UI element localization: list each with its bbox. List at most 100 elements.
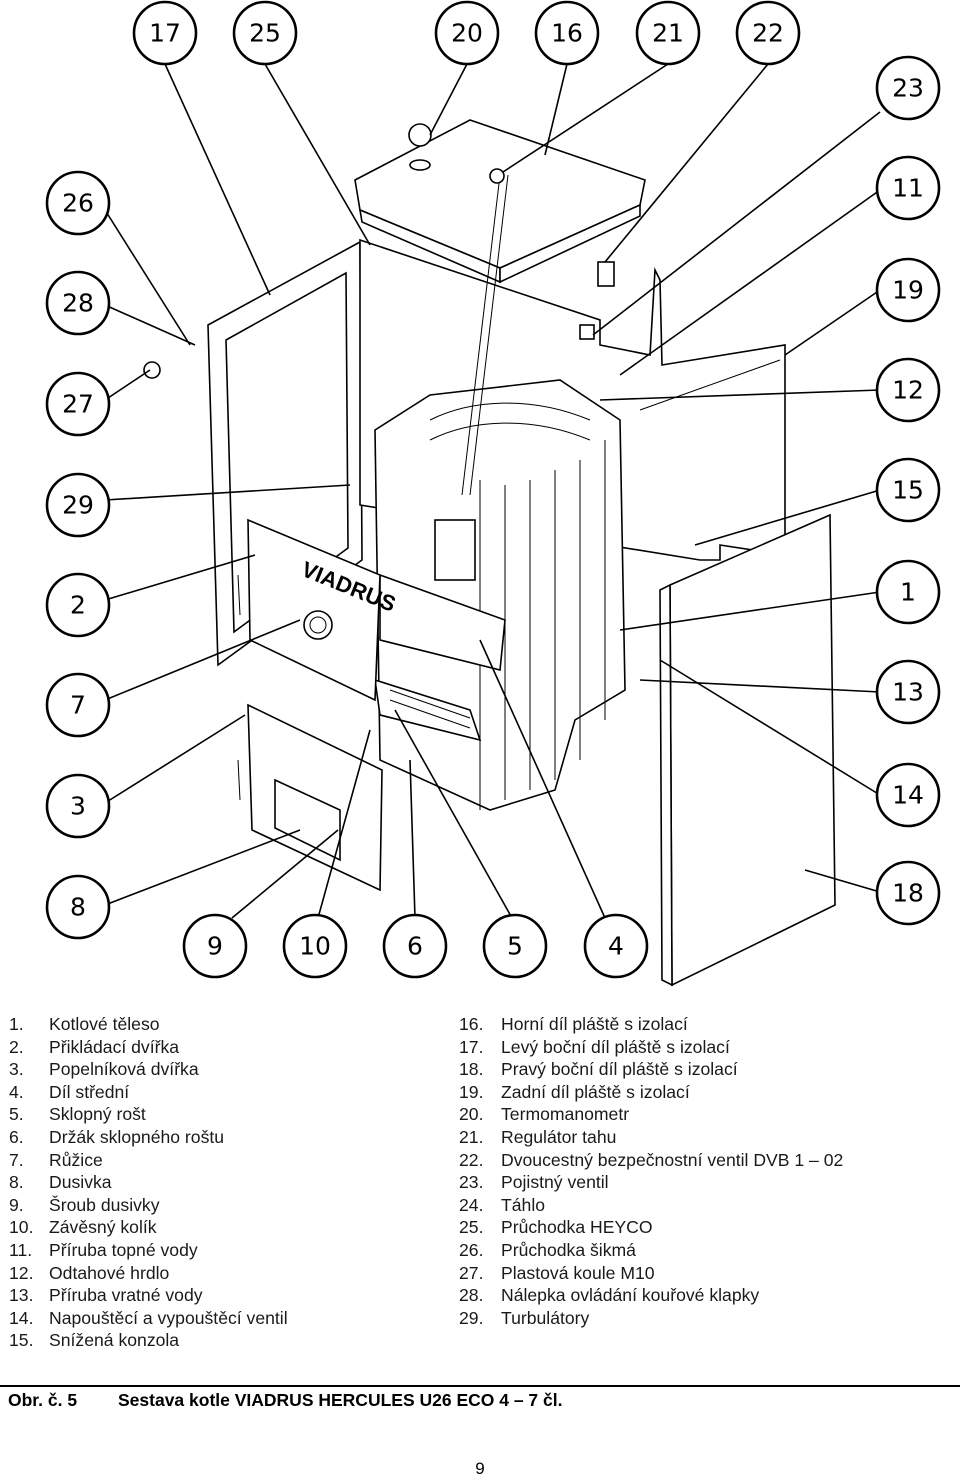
callout-6: 6 [382, 913, 448, 979]
callout-22: 22 [735, 0, 801, 66]
page-number: 9 [475, 1459, 485, 1478]
legend-item: 10.Závěsný kolík [9, 1216, 288, 1239]
legend-item-label: Horní díl pláště s izolací [501, 1014, 688, 1034]
callout-21: 21 [635, 0, 701, 66]
legend-item-label: Průchodka HEYCO [501, 1217, 653, 1238]
legend-item: 17.Levý boční díl pláště s izolací [459, 1036, 843, 1059]
legend-item-number: 15. [9, 1330, 34, 1351]
legend-item: 11.Příruba topné vody [9, 1239, 288, 1262]
legend-item: 19. Zadní díl pláště s izolací [459, 1081, 843, 1104]
legend-item-number: 18. [459, 1059, 484, 1080]
legend-item-number: 19. [459, 1081, 484, 1102]
legend-item-number: 23. [459, 1172, 484, 1193]
svg-text:19: 19 [892, 276, 924, 305]
legend-item-label: Nálepka ovládání kouřové klapky [501, 1285, 760, 1306]
legend-item-number: 2. [9, 1036, 24, 1057]
legend-item-label: Sklopný rošt [49, 1104, 146, 1125]
svg-text:9: 9 [207, 932, 223, 961]
thermomanometer [408, 123, 432, 147]
legend-item-number: 24. [459, 1194, 484, 1215]
callouts: 17 25 20 16 21 22 23 11 19 12 15 1 13 14… [45, 0, 941, 979]
callout-20: 20 [434, 0, 500, 66]
svg-text:17: 17 [149, 19, 181, 48]
legend-item-number: 4. [9, 1081, 24, 1102]
callout-16: 16 [534, 0, 600, 66]
legend-item: 4. Díl střední [9, 1081, 288, 1104]
legend-item: 29.Turbulátory [459, 1307, 843, 1330]
svg-text:10: 10 [299, 932, 331, 961]
legend-item-number: 5. [9, 1104, 24, 1125]
legend-item: 12.Odtahové hrdlo [9, 1262, 288, 1285]
legend-item-number: 10. [9, 1217, 34, 1238]
leader-lines [104, 63, 881, 919]
legend-item-number: 6. [9, 1126, 24, 1147]
legend-item-label: Táhlo [501, 1194, 546, 1215]
svg-text:1: 1 [900, 578, 916, 607]
svg-text:20: 20 [451, 19, 483, 48]
legend-item: 25. Průchodka HEYCO [459, 1216, 843, 1239]
svg-text:29: 29 [62, 491, 94, 520]
callout-27: 27 [45, 371, 111, 437]
legend-item-label: Průchodka šikmá [501, 1239, 636, 1260]
legend-item-number: 1. [9, 1014, 24, 1034]
regulator-fitting [489, 168, 505, 184]
legend-item-label: Plastová koule M10 [501, 1262, 655, 1283]
loading-door [247, 518, 381, 702]
legend-item-number: 26. [459, 1239, 484, 1260]
svg-text:27: 27 [62, 390, 94, 419]
callout-5: 5 [482, 913, 548, 979]
legend-item-number: 27. [459, 1262, 484, 1283]
legend-item: 20. Termomanometr [459, 1103, 843, 1126]
legend-item-number: 9. [9, 1194, 24, 1215]
legend-item-number: 25. [459, 1217, 484, 1238]
svg-text:3: 3 [70, 792, 86, 821]
boiler-drawing: VIADRUS [143, 119, 836, 987]
legend-item: 5. Sklopný rošt [9, 1103, 288, 1126]
legend-item: 22. Dvoucestný bezpečnostní ventil DVB 1 … [459, 1149, 843, 1172]
svg-text:14: 14 [892, 781, 924, 810]
callout-13: 13 [875, 659, 941, 725]
legend-item: 24. Táhlo [459, 1194, 843, 1217]
svg-text:11: 11 [892, 174, 924, 203]
legend-item-label: Dvoucestný bezpečnostní ventil DVB 1 – 0… [501, 1149, 844, 1170]
legend-item-label: Zadní díl pláště s izolací [501, 1081, 690, 1102]
svg-text:6: 6 [407, 932, 423, 961]
callout-15: 15 [875, 457, 941, 523]
legend-item-label: Pravý boční díl pláště s izolací [501, 1059, 738, 1080]
callout-29: 29 [45, 472, 111, 538]
callout-28: 28 [45, 270, 111, 336]
svg-text:21: 21 [652, 19, 684, 48]
callout-12: 12 [875, 357, 941, 423]
legend-item: 2.Přikládací dvířka [9, 1036, 288, 1059]
legend-item-number: 7. [9, 1149, 24, 1170]
right-side-panel [669, 513, 836, 987]
legend-item: 13.Příruba vratné vody [9, 1284, 288, 1307]
legend-item-label: Díl střední [49, 1081, 130, 1102]
legend-item-number: 22. [459, 1149, 484, 1170]
legend-item-number: 28. [459, 1285, 484, 1306]
legend-item: 6. Držák sklopného roštu [9, 1126, 288, 1149]
legend-item-label: Šroub dusivky [49, 1194, 160, 1215]
legend-item-label: Termomanometr [501, 1104, 630, 1125]
callout-19: 19 [875, 257, 941, 323]
svg-text:16: 16 [551, 19, 583, 48]
legend-item-number: 20. [459, 1104, 484, 1125]
callout-9: 9 [182, 913, 248, 979]
legend-item: 18. Pravý boční díl pláště s izolací [459, 1058, 843, 1081]
legend-item-label: Popelníková dvířka [49, 1059, 199, 1080]
legend-item: 27. Plastová koule M10 [459, 1262, 843, 1285]
legend-item-number: 8. [9, 1172, 24, 1193]
legend-item-label: Kotlové těleso [49, 1014, 160, 1034]
svg-text:13: 13 [892, 678, 924, 707]
legend-item-label: Držák sklopného roštu [49, 1126, 225, 1147]
legend-item: 14.Napouštěcí a vypouštěcí ventil [9, 1307, 288, 1330]
legend-item-number: 3. [9, 1059, 24, 1080]
legend-item-number: 14. [9, 1307, 34, 1328]
svg-text:26: 26 [62, 189, 94, 218]
legend-item-number: 13. [9, 1285, 34, 1306]
legend-item: 3. Popelníková dvířka [9, 1058, 288, 1081]
callout-18: 18 [875, 860, 941, 926]
callout-17: 17 [132, 0, 198, 66]
legend-item: 1. Kotlové těleso [9, 1013, 288, 1036]
